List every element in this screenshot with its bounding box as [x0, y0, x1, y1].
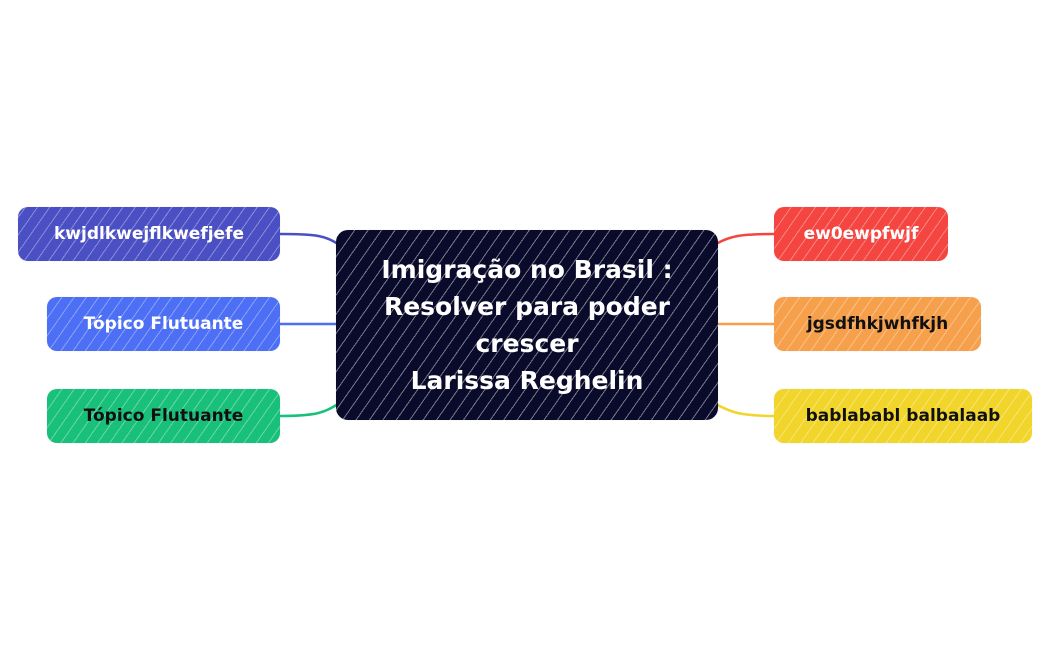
topic-label: Tópico Flutuante [83, 406, 244, 426]
connector-left-3 [279, 402, 339, 418]
topic-left-1[interactable]: kwjdlkwejflkwefjefe [18, 207, 280, 261]
topic-left-3[interactable]: Tópico Flutuante [47, 389, 280, 443]
central-topic-text: Imigração no Brasil : Resolver para pode… [381, 255, 673, 395]
topic-label: ew0ewpfwjf [803, 224, 919, 244]
connector-right-1 [715, 232, 777, 246]
topic-right-3[interactable]: bablababl balbalaab [774, 389, 1032, 443]
central-topic[interactable]: Imigração no Brasil : Resolver para pode… [336, 230, 718, 420]
topic-label: jgsdfhkjwhfkjh [806, 314, 949, 334]
connector-left-1 [279, 232, 339, 246]
topic-label: kwjdlkwejflkwefjefe [53, 224, 245, 244]
topic-label: Tópico Flutuante [83, 314, 244, 334]
topic-right-2[interactable]: jgsdfhkjwhfkjh [774, 297, 981, 351]
topic-label: bablababl balbalaab [805, 406, 1001, 426]
topic-right-1[interactable]: ew0ewpfwjf [774, 207, 948, 261]
connector-right-3 [715, 402, 777, 418]
topic-left-2[interactable]: Tópico Flutuante [47, 297, 280, 351]
